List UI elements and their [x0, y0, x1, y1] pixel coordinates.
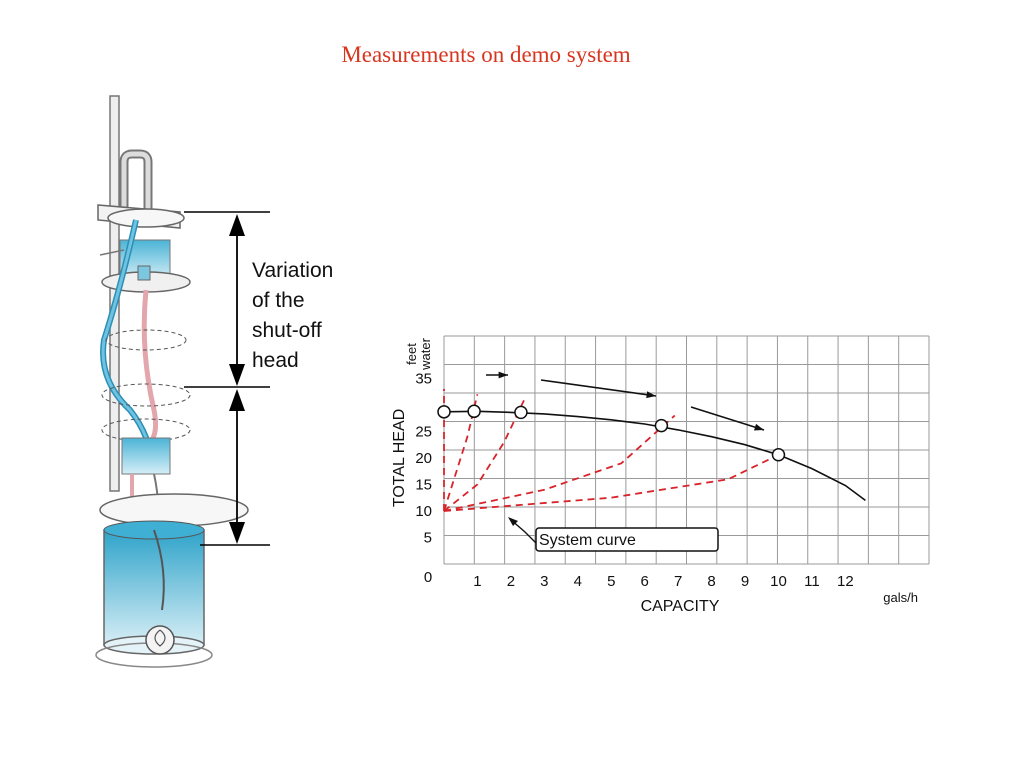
x-tick-label: 12: [837, 573, 854, 590]
system-curve-line: [443, 414, 676, 512]
x-axis-title: CAPACITY: [641, 598, 720, 615]
direction-arrow: [540, 379, 657, 397]
annotation-line: head: [252, 349, 299, 372]
y-tick-label: 20: [415, 450, 432, 467]
system-curve-label-box: [535, 527, 719, 552]
system-curve-pointer-head: [508, 517, 518, 526]
x-tick-label: 3: [540, 573, 548, 590]
annotation-line: of the: [252, 289, 305, 312]
system-curve-label: System curve: [539, 532, 636, 549]
shutoff-head-annotation: Variation of the shut-off head: [252, 256, 333, 376]
x-tick-label: 6: [641, 573, 649, 590]
annotation-line: Variation: [252, 259, 334, 282]
operating-point-marker: [514, 405, 528, 420]
operating-point-marker: [771, 448, 786, 462]
x-unit-label: gals/h: [883, 590, 918, 605]
direction-arrowhead: [646, 391, 656, 399]
system-curve-line: [443, 453, 779, 512]
pump-curve-line: [443, 410, 866, 502]
direction-arrowhead: [754, 423, 764, 431]
y-tick-label: 15: [415, 476, 432, 493]
x-tick-label: 1: [473, 573, 481, 590]
operating-point-marker: [437, 405, 451, 419]
slide-title: Measurements on demo system: [341, 42, 631, 67]
y-tick-label: 10: [415, 503, 432, 520]
x-tick-label: 10: [770, 573, 787, 590]
y-tick-label: 5: [424, 529, 432, 546]
direction-arrowhead: [498, 371, 508, 379]
operating-point-marker: [654, 418, 669, 433]
y-tick-label: 35: [415, 370, 432, 387]
pump-apparatus-illustration: [95, 95, 270, 668]
x-tick-label: 7: [674, 573, 682, 590]
x-tick-label: 11: [804, 573, 820, 590]
y-tick-label: 25: [415, 423, 432, 440]
x-tick-label: 8: [707, 573, 715, 590]
y-axis-title: TOTAL HEAD: [391, 409, 408, 507]
x-tick-label: 2: [507, 573, 515, 590]
direction-arrow: [690, 406, 765, 431]
x-zero-label: 0: [424, 569, 432, 586]
x-tick-label: 5: [607, 573, 615, 590]
operating-point-marker: [467, 404, 481, 419]
x-tick-label: 9: [741, 573, 749, 590]
system-curve-line: [443, 399, 526, 512]
annotation-line: shut-off: [252, 319, 322, 342]
y-unit-label: water: [418, 337, 433, 370]
y-unit-label: feet: [404, 343, 419, 365]
x-tick-label: 4: [574, 573, 582, 590]
